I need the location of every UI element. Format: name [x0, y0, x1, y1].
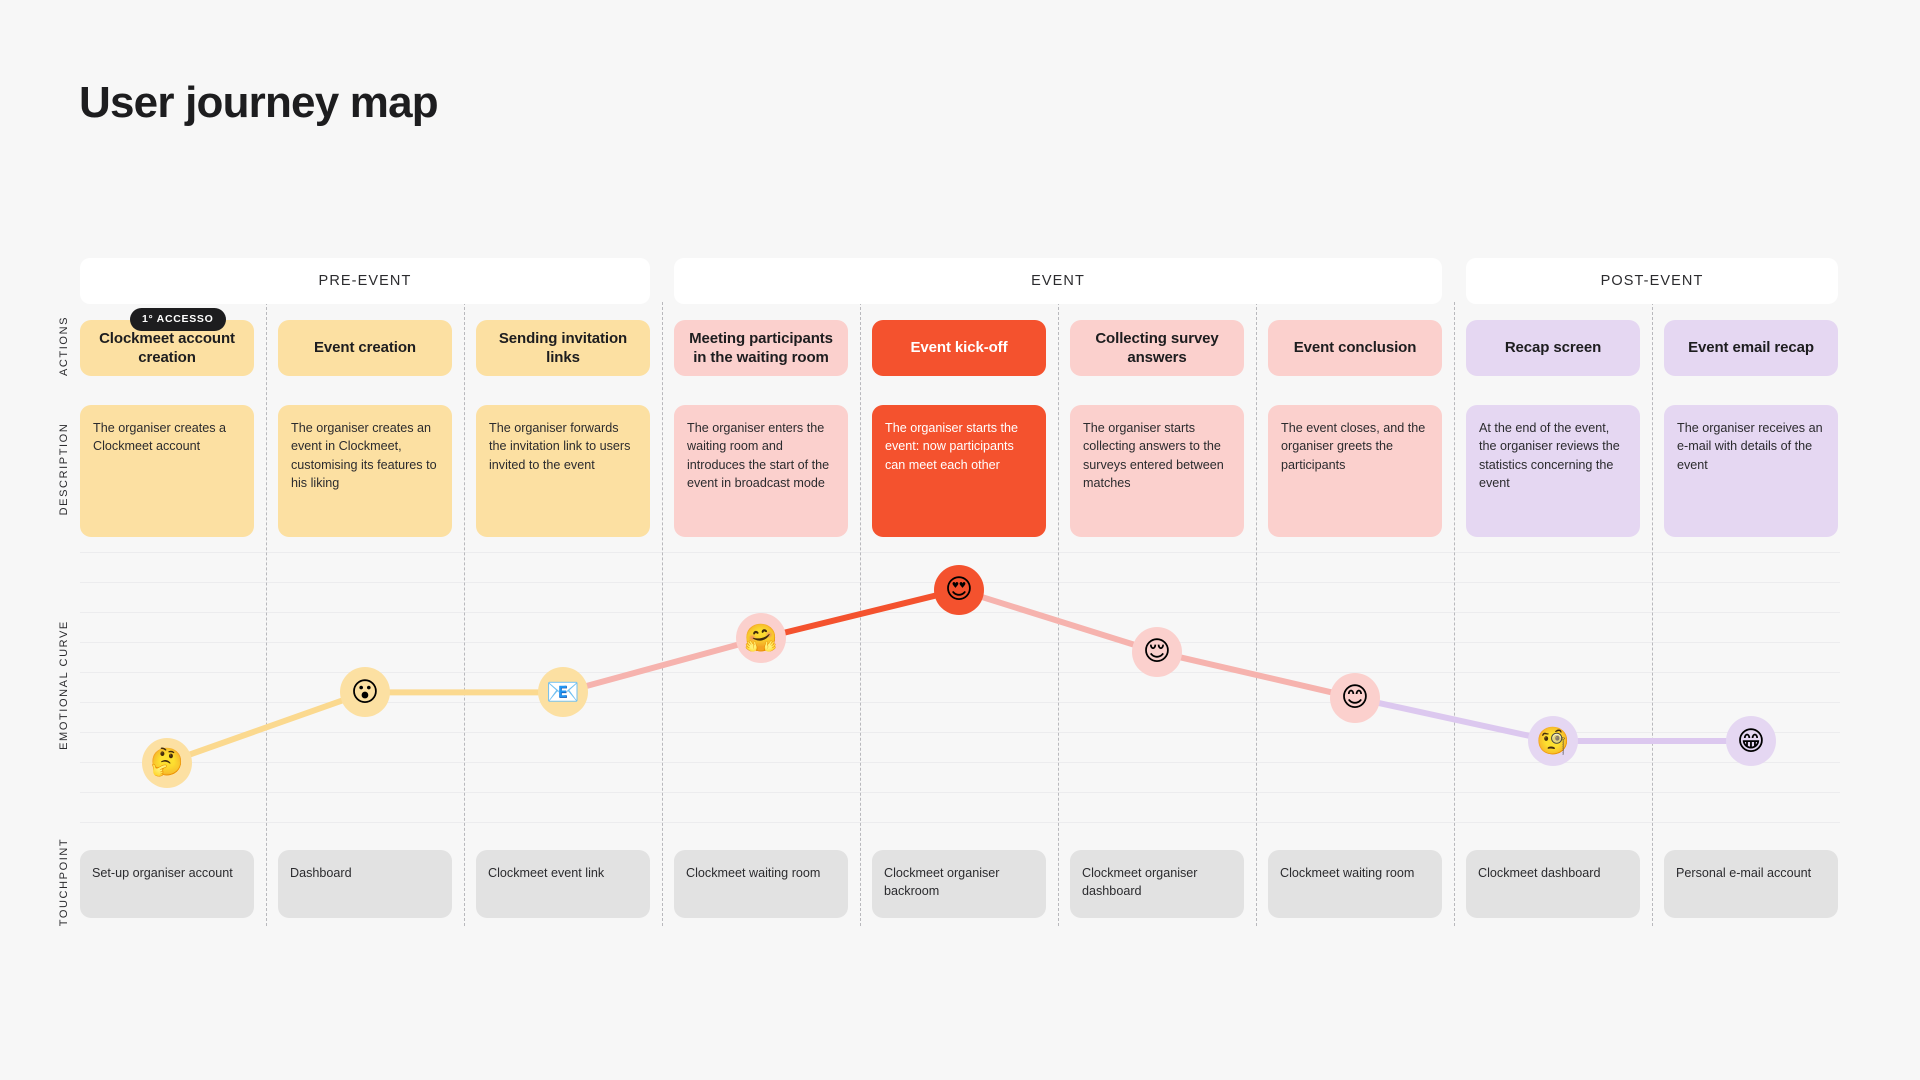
emotion-marker-thinking-face[interactable]: 🤔 [142, 737, 192, 788]
curve-gridline [80, 552, 1840, 553]
page-title: User journey map [79, 78, 439, 127]
action-card-7[interactable]: Recap screen [1466, 320, 1640, 376]
touchpoint-card-0: Set-up organiser account [80, 850, 254, 918]
action-card-3[interactable]: Meeting participants in the waiting room [674, 320, 848, 376]
emotion-marker-face-with-open-mouth[interactable]: 😮 [340, 667, 390, 718]
description-card-3: The organiser enters the waiting room an… [674, 405, 848, 537]
emotion-marker-e-mail-icon[interactable]: 📧 [538, 667, 588, 718]
phase-header-event: EVENT [674, 258, 1442, 304]
action-card-1[interactable]: Event creation [278, 320, 452, 376]
first-access-badge: 1° ACCESSO [130, 308, 226, 331]
touchpoint-card-5: Clockmeet organiser dashboard [1070, 850, 1244, 918]
curve-gridline [80, 672, 1840, 673]
row-label-emotional-curve: EMOTIONAL CURVE [58, 620, 70, 750]
touchpoint-card-1: Dashboard [278, 850, 452, 918]
row-label-touchpoint: TOUCHPOINT [58, 837, 70, 927]
action-card-4[interactable]: Event kick-off [872, 320, 1046, 376]
touchpoint-card-3: Clockmeet waiting room [674, 850, 848, 918]
touchpoint-card-7: Clockmeet dashboard [1466, 850, 1640, 918]
column-divider [1454, 302, 1455, 926]
emotion-marker-smiling-face-with-smiling-eyes[interactable]: 😊 [1330, 672, 1380, 723]
action-card-8[interactable]: Event email recap [1664, 320, 1838, 376]
column-divider [1652, 302, 1653, 926]
column-divider [860, 302, 861, 926]
description-card-6: The event closes, and the organiser gree… [1268, 405, 1442, 537]
row-label-description: DESCRIPTION [58, 422, 70, 516]
description-card-2: The organiser forwards the invitation li… [476, 405, 650, 537]
row-label-actions: ACTIONS [58, 315, 70, 377]
emotion-marker-hugging-face[interactable]: 🤗 [736, 613, 786, 664]
description-card-4: The organiser starts the event: now part… [872, 405, 1046, 537]
description-card-1: The organiser creates an event in Clockm… [278, 405, 452, 537]
column-divider [1058, 302, 1059, 926]
emotion-marker-beaming-face-with-smiling-eyes[interactable]: 😁 [1726, 716, 1776, 766]
emotion-marker-face-with-monocle[interactable]: 🧐 [1528, 716, 1578, 766]
curve-gridline [80, 792, 1840, 793]
emotion-marker-smiling-face-with-heart-eyes[interactable]: 😍 [934, 564, 984, 615]
curve-gridline [80, 822, 1840, 823]
phase-header-post-event: POST-EVENT [1466, 258, 1838, 304]
phase-header-pre-event: PRE-EVENT [80, 258, 650, 304]
touchpoint-card-4: Clockmeet organiser backroom [872, 850, 1046, 918]
curve-gridline [80, 702, 1840, 703]
action-card-5[interactable]: Collecting survey answers [1070, 320, 1244, 376]
touchpoint-card-8: Personal e-mail account [1664, 850, 1838, 918]
curve-gridline [80, 642, 1840, 643]
description-card-0: The organiser creates a Clockmeet accoun… [80, 405, 254, 537]
column-divider [266, 302, 267, 926]
action-card-2[interactable]: Sending invitation links [476, 320, 650, 376]
column-divider [662, 302, 663, 926]
touchpoint-card-2: Clockmeet event link [476, 850, 650, 918]
touchpoint-card-6: Clockmeet waiting room [1268, 850, 1442, 918]
action-card-6[interactable]: Event conclusion [1268, 320, 1442, 376]
description-card-5: The organiser starts collecting answers … [1070, 405, 1244, 537]
curve-gridline [80, 732, 1840, 733]
description-card-7: At the end of the event, the organiser r… [1466, 405, 1640, 537]
column-divider [464, 302, 465, 926]
curve-gridline [80, 762, 1840, 763]
emotion-marker-relieved-face[interactable]: 😌 [1132, 626, 1182, 677]
action-card-0[interactable]: Clockmeet account creation [80, 320, 254, 376]
column-divider [1256, 302, 1257, 926]
description-card-8: The organiser receives an e-mail with de… [1664, 405, 1838, 537]
